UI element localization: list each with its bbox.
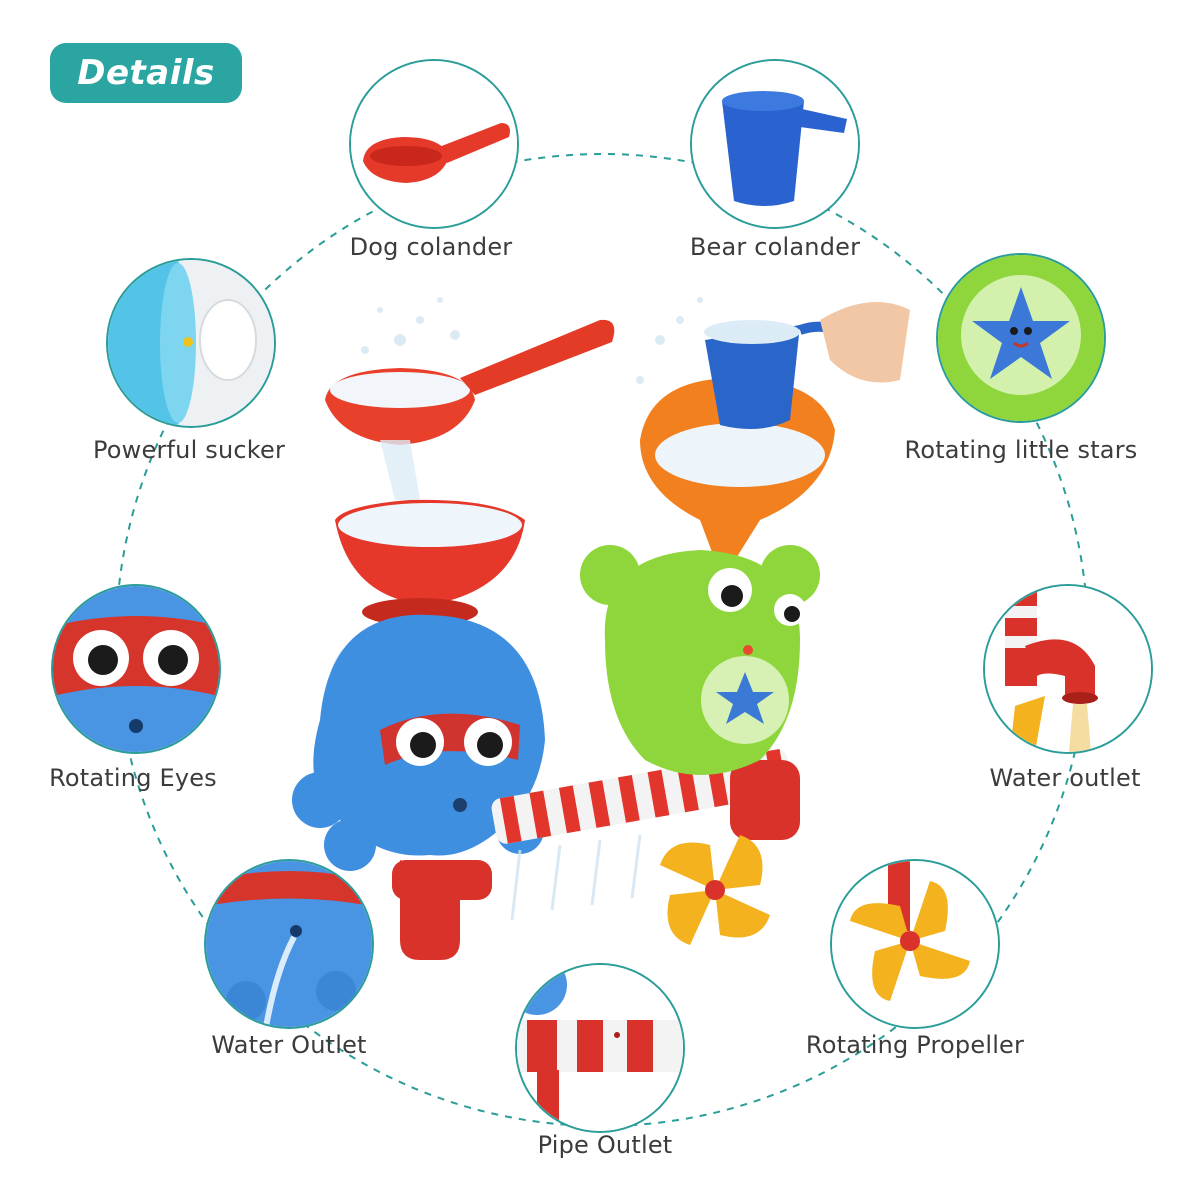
label-powerful-sucker: Powerful sucker — [92, 436, 286, 464]
thumb-dog-colander — [349, 59, 519, 229]
label-pipe-outlet: Pipe Outlet — [537, 1131, 673, 1159]
label-water-outlet-left: Water Outlet — [211, 1031, 367, 1059]
starfish-icon — [938, 255, 1104, 421]
thumb-water-outlet-left — [204, 859, 374, 1029]
label-rotating-little-stars: Rotating little stars — [904, 436, 1138, 464]
red-ladle-icon — [351, 61, 517, 227]
pipe-elbow-icon — [985, 586, 1151, 752]
thumb-water-outlet-right — [983, 584, 1153, 754]
thumb-rotating-little-stars — [936, 253, 1106, 423]
thumb-rotating-propeller — [830, 859, 1000, 1029]
thumb-bear-colander — [690, 59, 860, 229]
thumb-pipe-outlet — [515, 963, 685, 1133]
label-rotating-propeller: Rotating Propeller — [805, 1031, 1025, 1059]
cartoon-eyes-icon — [53, 586, 219, 752]
label-dog-colander: Dog colander — [349, 233, 513, 261]
details-badge: Details — [50, 43, 242, 103]
blue-cup-icon — [692, 61, 858, 227]
suction-cup-icon — [108, 260, 274, 426]
thumb-powerful-sucker — [106, 258, 276, 428]
thumb-rotating-eyes — [51, 584, 221, 754]
propeller-icon — [832, 861, 998, 1027]
label-rotating-eyes: Rotating Eyes — [49, 764, 217, 792]
striped-pipe-icon — [517, 965, 683, 1131]
label-bear-colander: Bear colander — [689, 233, 861, 261]
label-water-outlet-right: Water outlet — [989, 764, 1141, 792]
octopus-spout-icon — [206, 861, 372, 1027]
